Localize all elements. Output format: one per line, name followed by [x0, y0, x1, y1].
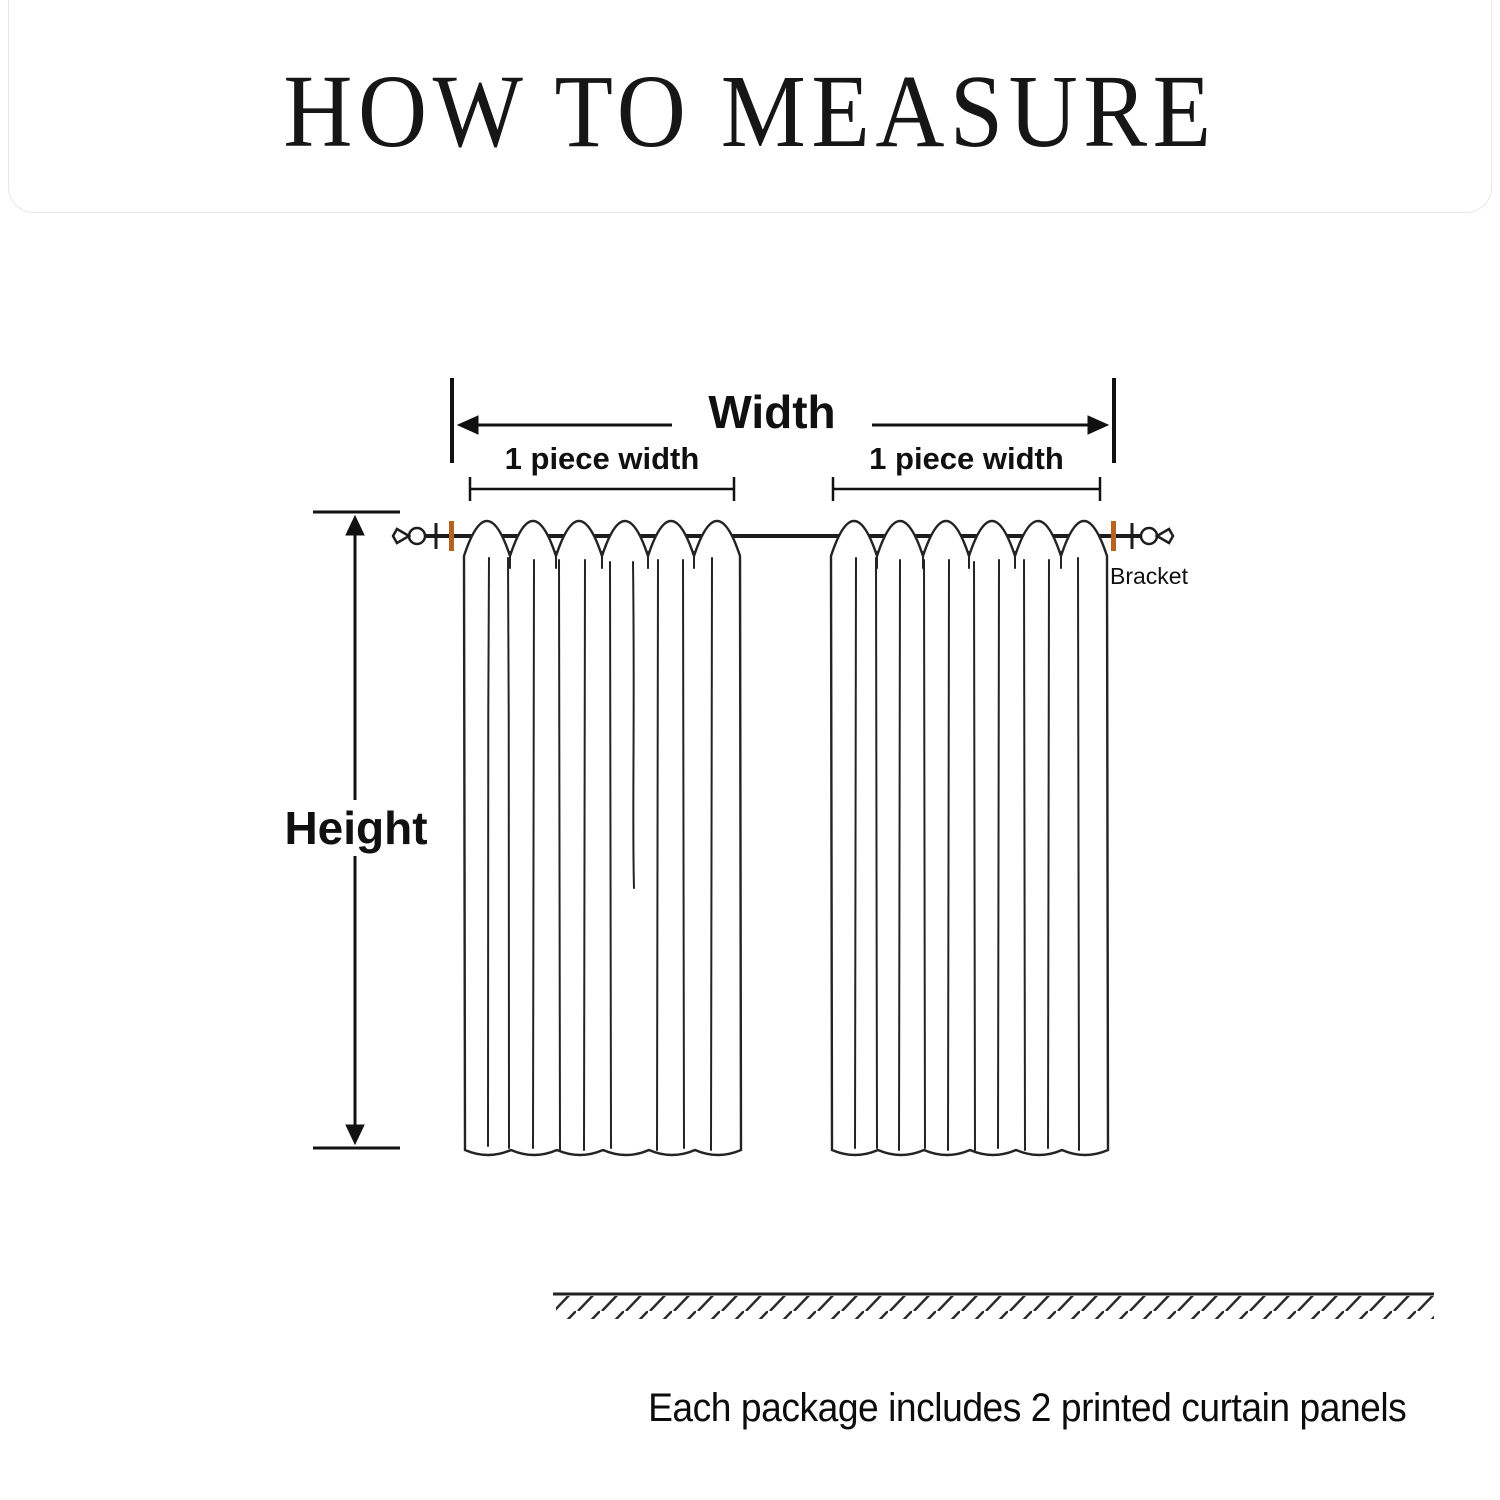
piece-width-measurements [468, 477, 1102, 501]
piece-width-label-left: 1 piece width [504, 441, 700, 476]
panel-right-folds [854, 557, 1080, 1151]
height-arrowhead-top [345, 514, 365, 536]
page-title: HOW TO MEASURE [283, 54, 1217, 169]
width-arrowhead-right [1087, 415, 1110, 435]
panel-left-tabs [509, 551, 695, 569]
ground-hatch-strokes [556, 1296, 1434, 1319]
height-label: Height [272, 800, 440, 856]
curtain-panel-right [829, 520, 1110, 1157]
header-card-edge [8, 0, 1492, 213]
curtain-panel-left [462, 520, 743, 1157]
panel-right-outline [829, 520, 1110, 1157]
bracket-marker-left [449, 521, 454, 551]
panel-left-folds [487, 557, 713, 1151]
package-note: Each package includes 2 printed curtain … [647, 1386, 1407, 1430]
piece-width-label-right: 1 piece width [869, 441, 1064, 476]
panel-right-tabs [876, 551, 1062, 569]
rod-finial-right [1130, 523, 1175, 549]
bracket-marker-right [1111, 521, 1116, 551]
ground-hatch [553, 1292, 1434, 1319]
height-arrowhead-bottom [345, 1124, 365, 1146]
width-arrowhead-left [456, 415, 479, 435]
rod-finial-left [391, 523, 438, 549]
bracket-label: Bracket [1110, 563, 1188, 589]
width-label: Width [672, 384, 872, 440]
panel-left-outline [462, 520, 743, 1157]
